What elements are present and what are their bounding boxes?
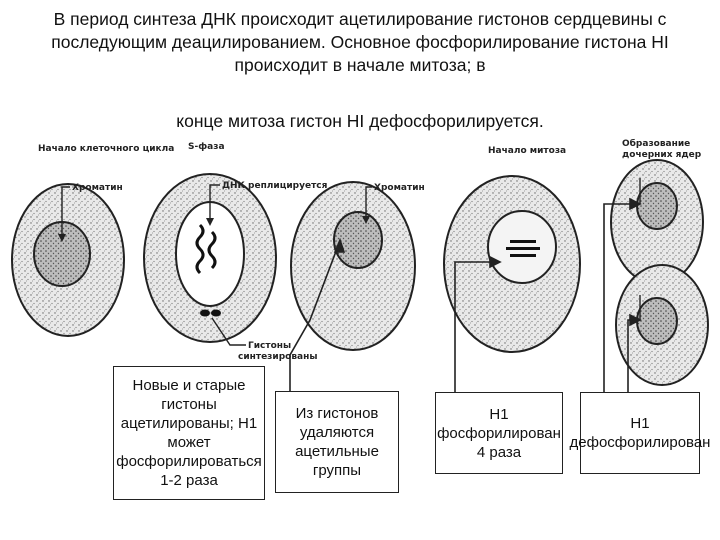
- info-box-1: Новые и старые гистоны ацетилированы; H1…: [113, 366, 265, 500]
- title-text: В период синтеза ДНК происходит ацетилир…: [51, 9, 669, 75]
- info-box-2: Из гистонов удаляются ацетильные группы: [275, 391, 399, 493]
- label-dna-replicates: ДНК реплицируется: [222, 181, 328, 191]
- cell-5b: [615, 264, 709, 386]
- pointer-lines: [61, 178, 641, 346]
- info-box-4: H1 дефосфорилирован: [570, 392, 710, 474]
- arrow-heads: [58, 216, 370, 242]
- cell-2: [143, 173, 277, 343]
- label-s-phase: S-фаза: [188, 142, 225, 152]
- label-chromatin-1: Хроматин: [72, 183, 123, 193]
- info-box-3: H1 фосфорилирован 4 раза: [435, 392, 563, 474]
- label-mitosis-start: Начало митоза: [488, 146, 566, 156]
- label-daughter-nuclei: Образование дочерних ядер: [622, 138, 702, 160]
- label-histones-synth: Гистоны синтезированы: [238, 341, 317, 362]
- box-connectors: [289, 197, 642, 405]
- label-cycle-start: Начало клеточного цикла: [38, 144, 174, 154]
- label-chromatin-2: Хроматин: [374, 183, 425, 193]
- cell-1: [11, 183, 125, 337]
- cell-4: [443, 175, 581, 353]
- title-text-cut: конце митоза гистон HI дефосфорилируется…: [176, 111, 544, 131]
- cell-3: [290, 181, 416, 351]
- cell-5a: [610, 159, 704, 285]
